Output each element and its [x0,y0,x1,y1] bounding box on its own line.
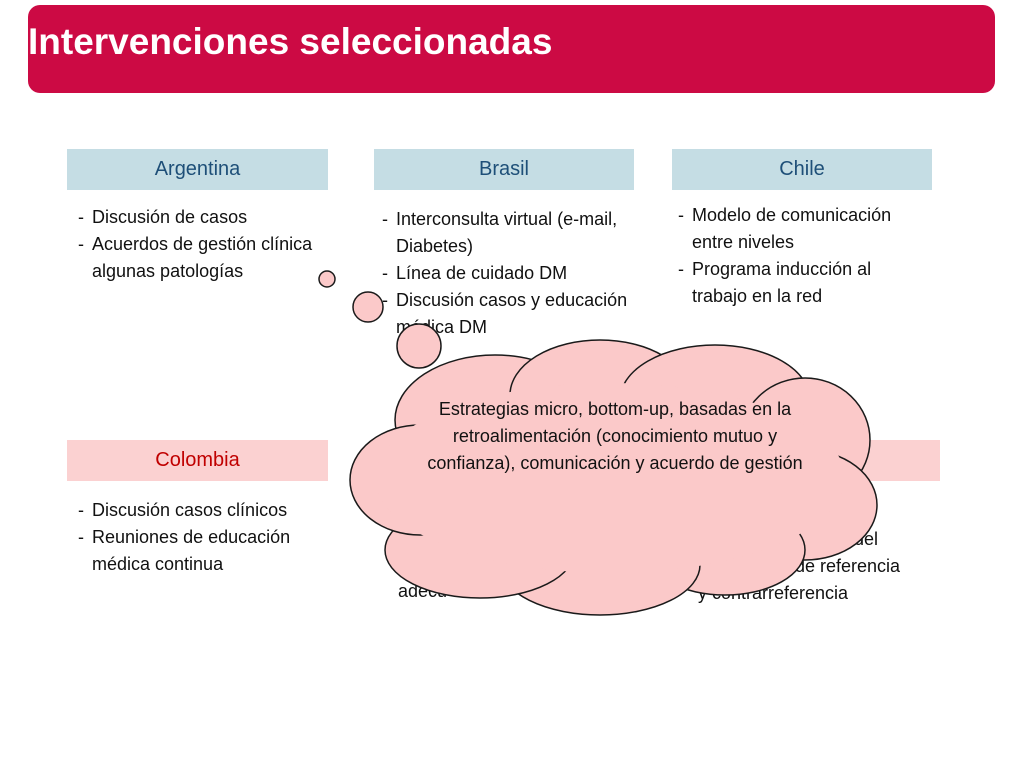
list-item: Modelo de comunicación entre niveles [678,202,928,256]
list-item: Acuerdos de gestión clínica algunas pato… [78,231,318,285]
list-chile: Modelo de comunicación entre niveles Pro… [678,202,928,310]
cuba-fragment-2: de referencia [795,556,901,576]
header-colombia: Colombia [67,440,328,481]
header-brasil: Brasil [374,149,634,190]
header-argentina: Argentina [67,149,328,190]
list-item: Interconsulta virtual (e-mail, Diabetes) [382,206,642,260]
cloud-tail-bubble-medium [352,291,384,323]
list-item: Discusión de casos [78,204,318,231]
cloud-tail-bubble-large [396,323,442,369]
list-item: Reuniones de educación médica continua [78,524,298,578]
title-bar [28,5,995,93]
list-item: Programa inducción al trabajo en la red [678,256,928,310]
cloud-tail-bubble-small [318,270,336,288]
callout-text: Estrategias micro, bottom-up, basadas en… [427,399,803,473]
list-argentina: Discusión de casos Acuerdos de gestión c… [78,204,318,285]
list-item: Línea de cuidado DM [382,260,642,287]
list-brasil: Interconsulta virtual (e-mail, Diabetes)… [382,206,642,341]
list-item: Discusión casos clínicos [78,497,298,524]
header-chile: Chile [672,149,932,190]
list-colombia: Discusión casos clínicos Reuniones de ed… [78,497,298,578]
slide-title: Intervenciones seleccionadas [28,21,553,62]
